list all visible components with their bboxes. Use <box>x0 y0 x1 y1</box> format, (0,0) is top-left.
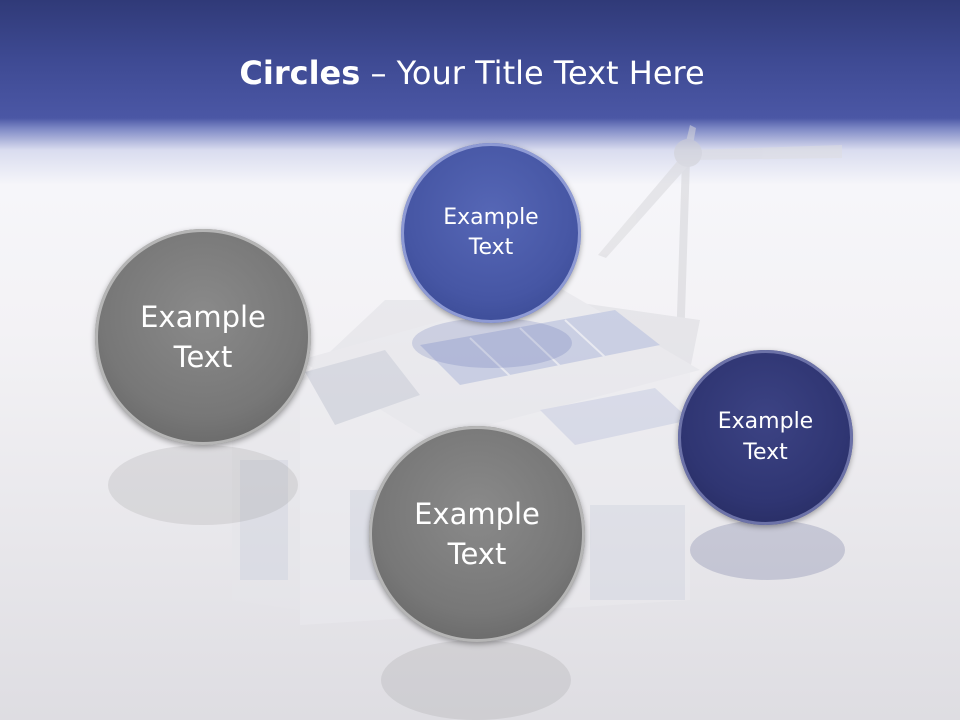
circle-label: Example Text <box>443 204 539 260</box>
title-bold: Circles <box>239 54 361 92</box>
title-rest: – Your Title Text Here <box>360 54 705 92</box>
circle-reflection <box>381 640 571 720</box>
circle-2[interactable]: Example Text <box>95 229 311 445</box>
circle-reflection <box>108 445 298 525</box>
wind-turbine-icon <box>598 125 842 345</box>
slide-title[interactable]: Circles – Your Title Text Here <box>0 54 944 92</box>
circle-3[interactable]: Example Text <box>678 350 853 525</box>
solar-panel-icon <box>305 310 660 425</box>
circle-reflection <box>412 318 572 368</box>
circle-label: Example Text <box>717 409 814 465</box>
circle-label: Example Text <box>140 299 266 374</box>
circle-reflection <box>690 520 845 580</box>
circle-1[interactable]: Example Text <box>401 143 581 323</box>
circle-label: Example Text <box>414 496 540 571</box>
circle-4[interactable]: Example Text <box>369 426 585 642</box>
